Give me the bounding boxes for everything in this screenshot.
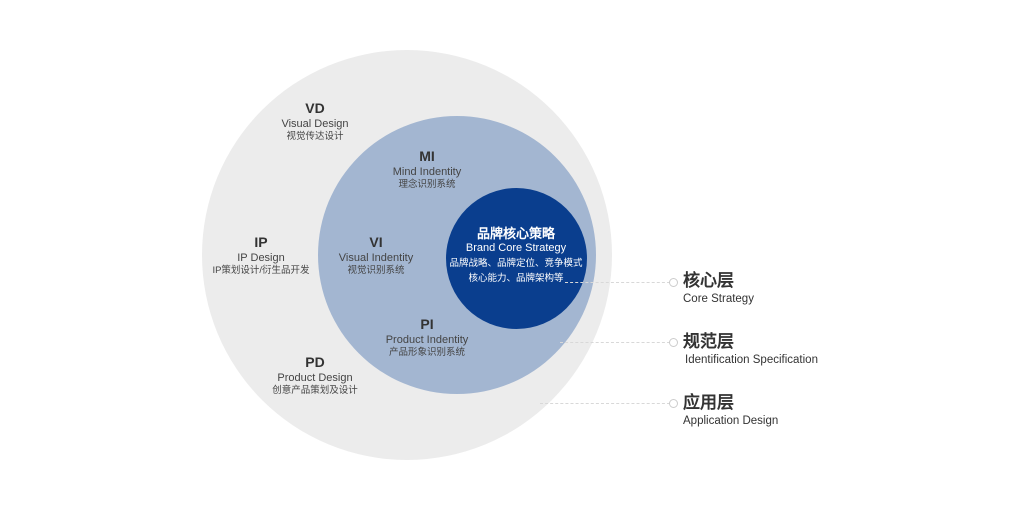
ip-label: IP IP Design IP策划设计/衍生品开发 [212,234,309,277]
mi-en: Mind Indentity [392,165,462,178]
app-dot-icon [669,399,678,408]
core-desc-2: 核心能力、品牌架构等 [468,273,564,285]
pd-en: Product Design [277,371,353,384]
layer-app-cn: 应用层 [683,393,734,412]
pi-abbr: PI [420,316,434,332]
layer-app-en: Application Design [683,415,779,428]
pi-en: Product Indentity [385,333,469,346]
layer-spec: 规范层 Identification Specification [683,331,818,368]
pd-label: PD Product Design 创意产品策划及设计 [272,354,358,397]
vd-cn: 视觉传达设计 [286,131,344,143]
core-desc-1: 品牌战略、品牌定位、竞争模式 [449,258,583,269]
app-connector [540,403,670,404]
pd-abbr: PD [305,354,325,370]
core-connector [565,282,670,283]
layer-spec-cn: 规范层 [683,332,734,351]
spec-connector [560,342,670,343]
ip-cn: IP策划设计/衍生品开发 [212,265,310,277]
layer-core-cn: 核心层 [683,271,734,290]
vd-label: VD Visual Design 视觉传达设计 [281,100,348,143]
core-layer-circle [446,188,587,329]
vi-label: VI Visual Indentity 视觉识别系统 [339,234,413,277]
layer-core: 核心层 Core Strategy [683,270,754,307]
pi-cn: 产品形象识别系统 [388,347,465,359]
layer-spec-en: Identification Specification [685,354,818,367]
pd-cn: 创意产品策划及设计 [272,385,358,397]
core-dot-icon [669,278,678,287]
ip-abbr: IP [254,234,268,250]
spec-dot-icon [669,338,678,347]
vi-abbr: VI [369,234,383,250]
ip-en: IP Design [237,251,285,264]
core-en: Brand Core Strategy [465,242,567,255]
vd-abbr: VD [305,100,325,116]
mi-abbr: MI [419,148,435,164]
mi-cn: 理念识别系统 [398,179,456,191]
layer-app: 应用层 Application Design [683,392,778,429]
pi-label: PI Product Indentity 产品形象识别系统 [386,316,469,359]
mi-label: MI Mind Indentity 理念识别系统 [393,148,461,191]
core-title: 品牌核心策略 [476,226,556,241]
vd-en: Visual Design [281,117,349,130]
layer-core-en: Core Strategy [683,293,754,306]
vi-cn: 视觉识别系统 [347,265,405,277]
core-label: 品牌核心策略 Brand Core Strategy 品牌战略、品牌定位、竞争模… [449,226,582,286]
vi-en: Visual Indentity [338,251,414,264]
